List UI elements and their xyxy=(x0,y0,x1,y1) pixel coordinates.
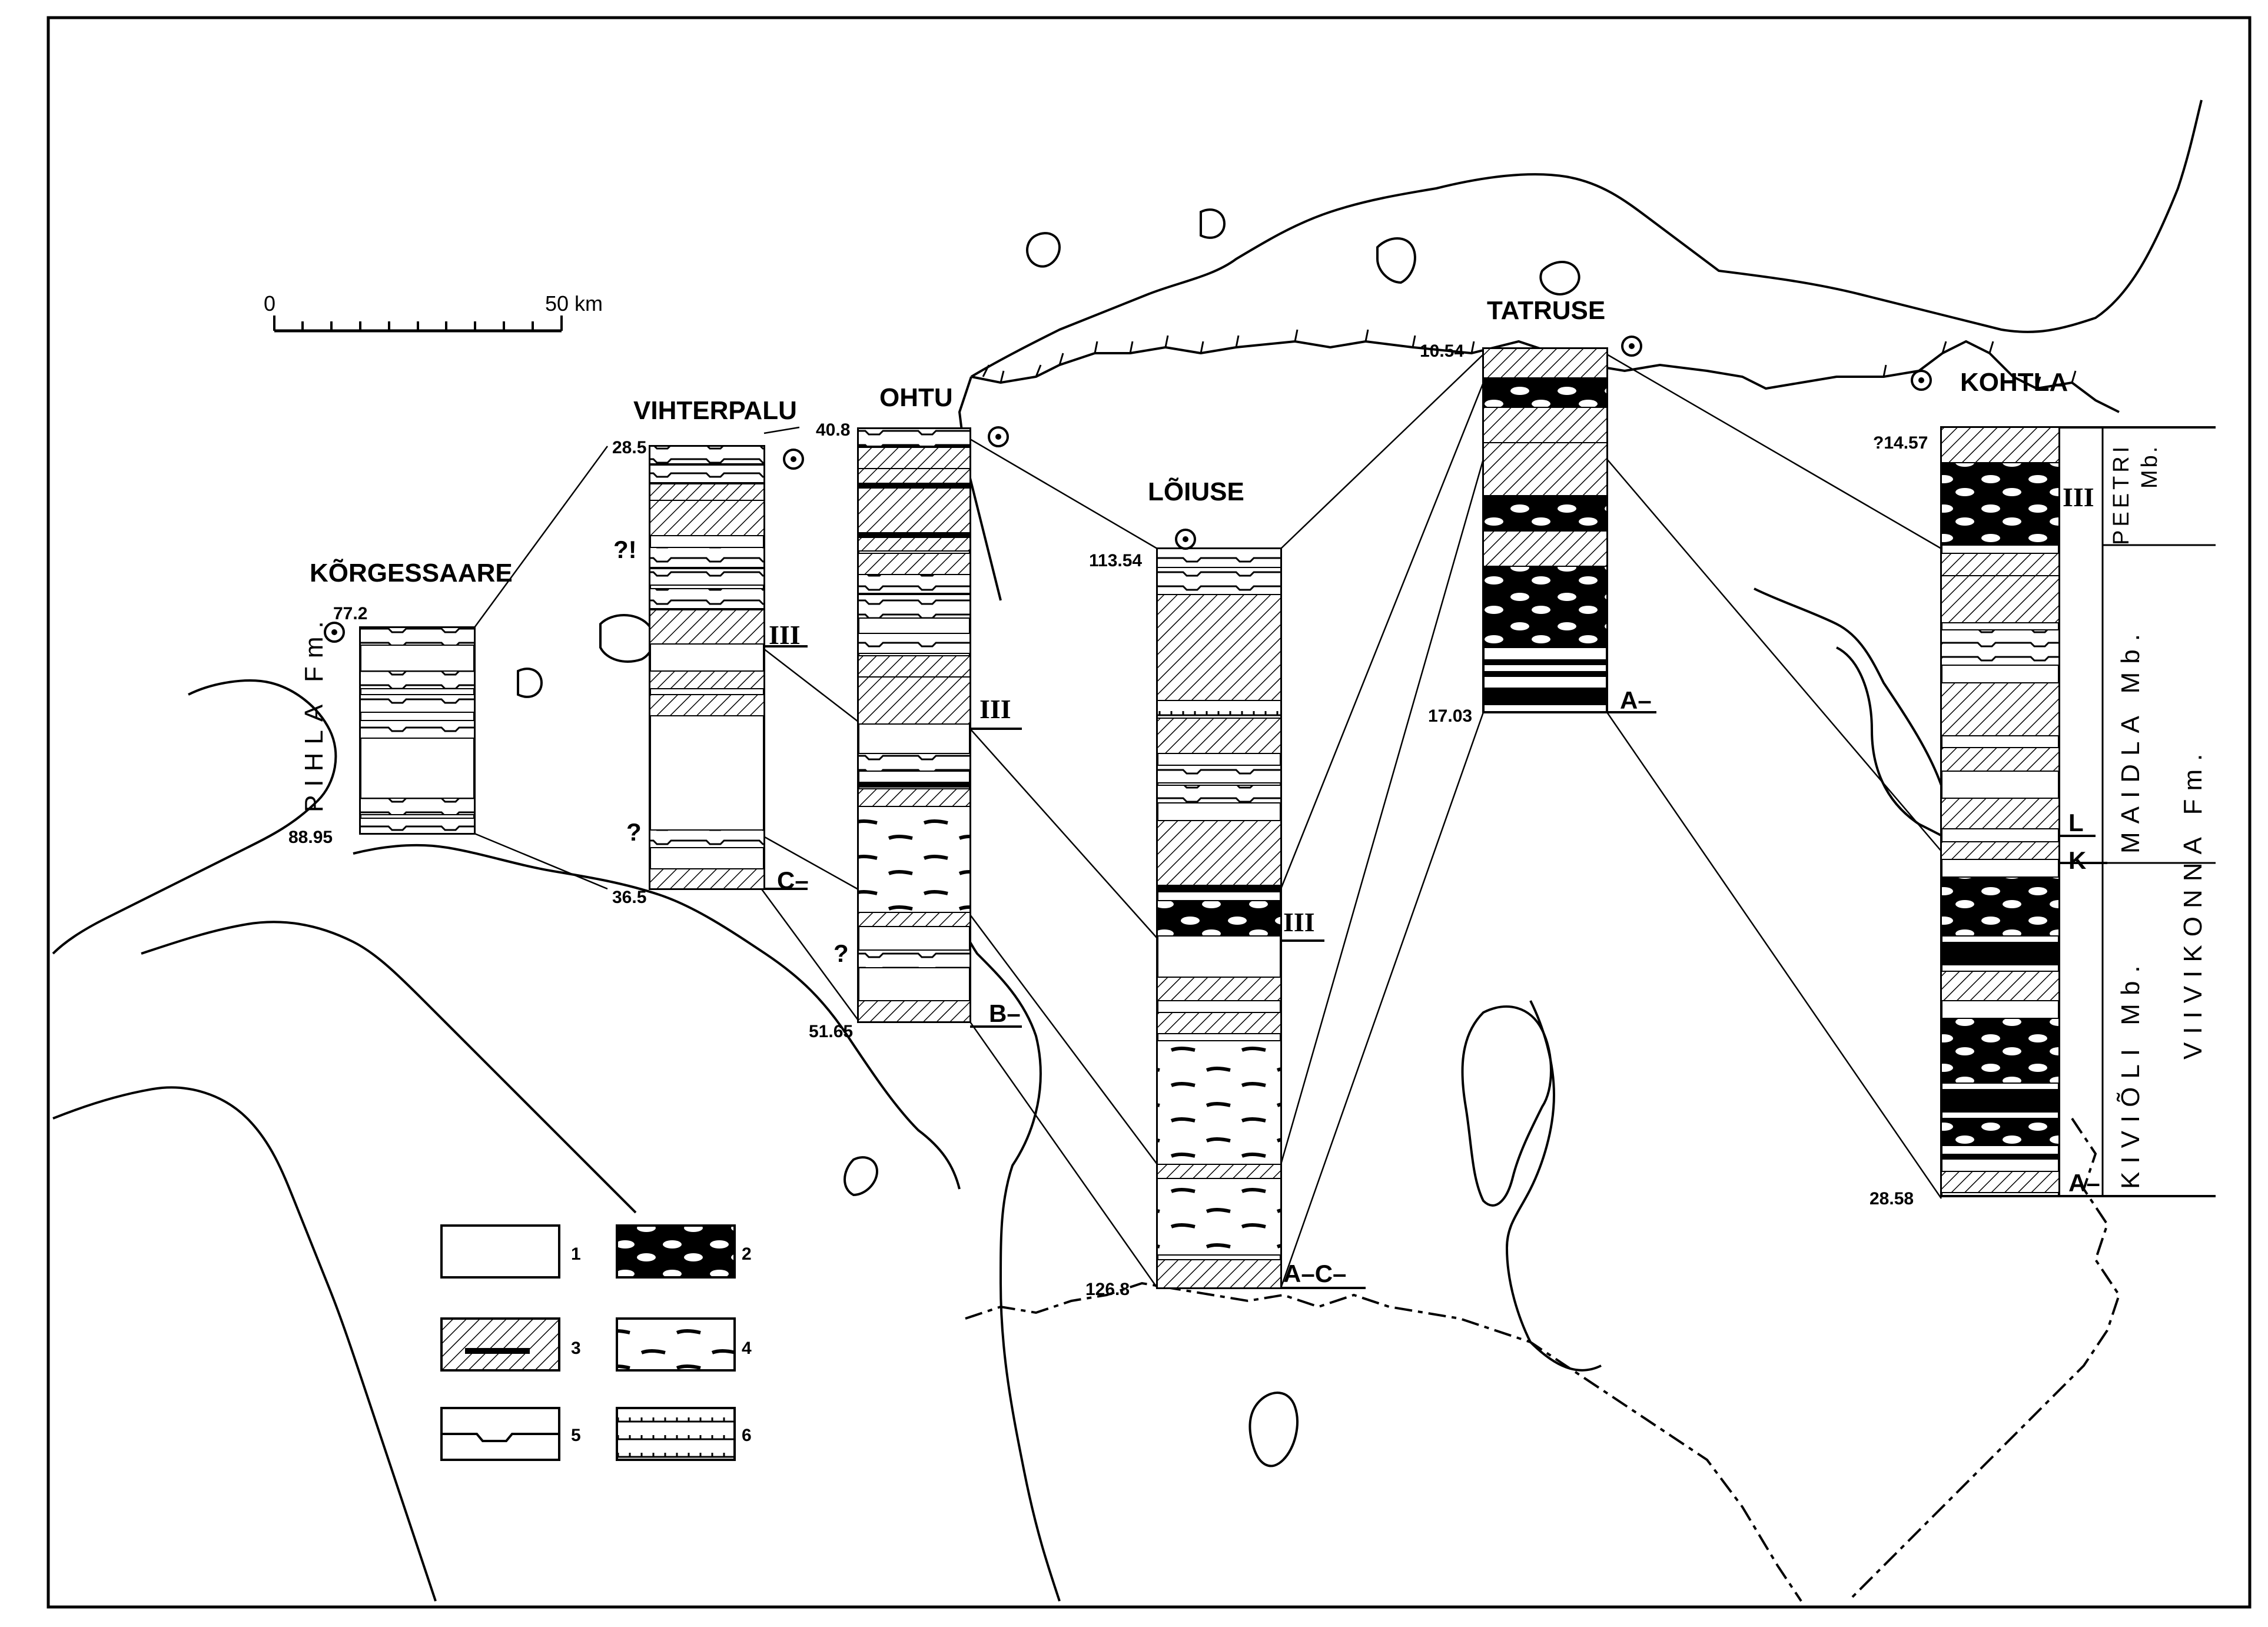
section-vihterpalu-bottom: 36.5 xyxy=(612,888,646,907)
section-loiuse-name: LÕIUSE xyxy=(1148,477,1244,506)
legend-num-2: 2 xyxy=(742,1244,752,1264)
legend-num-1: 1 xyxy=(571,1244,581,1264)
legend: 1 2 3 4 5 6 xyxy=(440,1224,752,1461)
legend-swatch-6 xyxy=(616,1407,736,1461)
legend-num-4: 4 xyxy=(742,1339,752,1358)
map-coastline xyxy=(52,99,2203,1602)
section-vihterpalu-name: VIHTERPALU xyxy=(633,396,797,425)
section-tatruse: TATRUSE 10.54 17.03 A– xyxy=(1420,296,1656,726)
section-kohtla: KOHTLA ?14.57 28.58 III L K A– PEETRI Mb… xyxy=(1869,368,2216,1208)
section-tatruse-name: TATRUSE xyxy=(1487,296,1605,325)
section-kohtla-bed-a: A– xyxy=(2068,1169,2100,1197)
correlation-lines xyxy=(473,353,1942,1289)
section-loiuse-top: 113.54 xyxy=(1089,551,1142,570)
section-vihterpalu-query-upper: ?! xyxy=(613,536,637,563)
section-kohtla-bottom: 28.58 xyxy=(1869,1189,1914,1208)
section-ohtu-top: 40.8 xyxy=(816,420,850,440)
kohtla-peetri-mb-label: Mb. xyxy=(2137,444,2162,489)
section-tatruse-top: 10.54 xyxy=(1420,341,1464,361)
section-vihterpalu-marker: III xyxy=(769,620,801,650)
section-ohtu-query: ? xyxy=(834,939,849,967)
legend-num-5: 5 xyxy=(571,1426,581,1445)
section-kohtla-name: KOHTLA xyxy=(1960,368,2068,397)
section-ohtu-name: OHTU xyxy=(879,383,953,412)
borehole-icon-kohtla xyxy=(1911,370,1932,391)
legend-swatch-3 xyxy=(440,1317,560,1372)
section-kohtla-bed-l: L xyxy=(2068,809,2084,836)
section-korgessaare: KÕRGESSAARE 77.2 88.95 PIHLA Fm. xyxy=(288,558,513,847)
borehole-icon-vihterpalu xyxy=(783,449,804,470)
section-vihterpalu: VIHTERPALU 28.5 36.5 ?! ? III C– xyxy=(612,396,809,907)
borehole-icon-ohtu xyxy=(988,426,1009,447)
section-kohtla-top: ?14.57 xyxy=(1873,433,1928,453)
legend-num-3: 3 xyxy=(571,1339,581,1358)
legend-swatch-4 xyxy=(616,1317,736,1372)
legend-swatch-1 xyxy=(440,1224,560,1279)
kohtla-peetri-label: PEETRI xyxy=(2109,443,2134,545)
section-ohtu-bottom: 51.65 xyxy=(809,1022,853,1041)
section-loiuse-marker: III xyxy=(1283,907,1315,937)
section-korgessaare-name: KÕRGESSAARE xyxy=(310,558,513,587)
section-vihterpalu-query-lower: ? xyxy=(626,818,642,846)
kohtla-kivioli-label: KIVIÕLI Mb. xyxy=(2116,957,2145,1189)
scale-end-label: 50 km xyxy=(545,291,603,316)
scale-bar: 0 50 km xyxy=(264,291,603,333)
section-tatruse-bottom: 17.03 xyxy=(1428,706,1472,726)
borehole-icon-loiuse xyxy=(1175,529,1196,550)
section-ohtu-marker: III xyxy=(979,694,1011,724)
section-korgessaare-top: 77.2 xyxy=(333,604,367,623)
section-tatruse-bed: A– xyxy=(1620,686,1652,714)
section-loiuse: LÕIUSE 113.54 126.8 III A–C– xyxy=(1085,477,1366,1299)
section-vihterpalu-top: 28.5 xyxy=(612,438,646,457)
section-kohtla-bed-k: K xyxy=(2068,846,2086,874)
section-ohtu-bed: B– xyxy=(989,1000,1021,1027)
section-loiuse-bottom: 126.8 xyxy=(1085,1280,1130,1299)
section-loiuse-bed: A–C– xyxy=(1283,1260,1346,1287)
borehole-icon-tatruse xyxy=(1621,336,1642,357)
figure-frame xyxy=(47,16,2252,1609)
section-korgessaare-bottom: 88.95 xyxy=(288,828,333,847)
kohtla-maidla-label: MAIDLA Mb. xyxy=(2116,626,2145,854)
section-ohtu: OHTU 40.8 51.65 ? III B– xyxy=(809,383,1022,1041)
legend-num-6: 6 xyxy=(742,1426,752,1445)
kohtla-viivikonna-label: VIIVIKONNA Fm. xyxy=(2179,746,2207,1060)
pihla-formation-label: PIHLA Fm. xyxy=(300,613,328,812)
scale-start-label: 0 xyxy=(264,291,275,316)
section-kohtla-marker: III xyxy=(2063,482,2094,512)
borehole-icon-korgessaare xyxy=(324,622,345,643)
legend-swatch-2 xyxy=(616,1224,736,1279)
